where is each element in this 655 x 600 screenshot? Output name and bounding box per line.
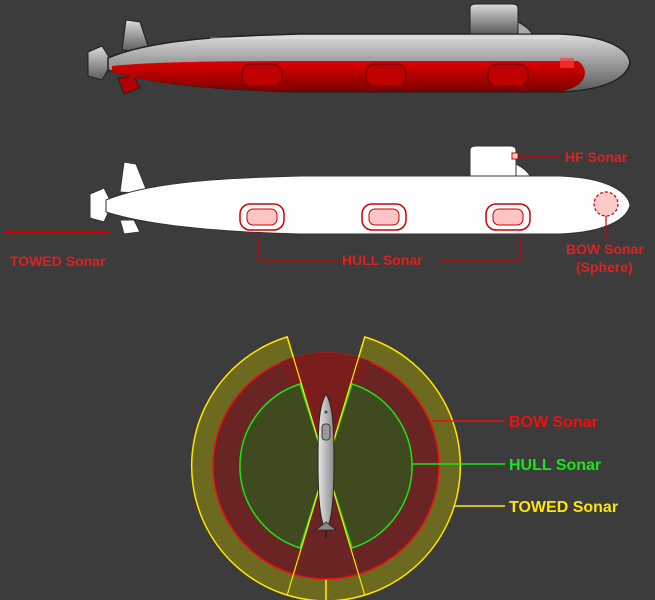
legend-towed-sonar: TOWED Sonar (509, 499, 618, 516)
submarine-top-icon (314, 393, 338, 538)
hf-sonar-marker (511, 152, 519, 160)
hull-sonar-window (361, 203, 407, 231)
submarine-silhouette (4, 145, 631, 235)
legend-hull-sonar: HULL Sonar (509, 457, 601, 474)
legend-leaders (412, 420, 505, 507)
bow-sonar-sublabel: (Sphere) (576, 259, 633, 275)
bow-sonar-sphere (593, 191, 619, 217)
bow-sonar-label: BOW Sonar (566, 241, 644, 257)
hf-sonar-label: HF Sonar (565, 149, 628, 165)
coverage-diagram (190, 335, 462, 600)
hull-sonar-window (239, 203, 285, 231)
hull-coverage-left (239, 383, 327, 549)
legend: BOW Sonar HULL Sonar TOWED Sonar (509, 414, 618, 516)
hull-sonar-label: HULL Sonar (342, 252, 423, 268)
hull-coverage-right (325, 383, 413, 549)
middle-labels: HF Sonar BOW Sonar (Sphere) HULL Sonar T… (10, 149, 644, 275)
submarine-top-view (87, 3, 631, 95)
legend-bow-sonar: BOW Sonar (509, 414, 598, 431)
label-leaders (257, 155, 607, 261)
hull-sonar-window (485, 203, 531, 231)
towed-sonar-label: TOWED Sonar (10, 253, 106, 269)
